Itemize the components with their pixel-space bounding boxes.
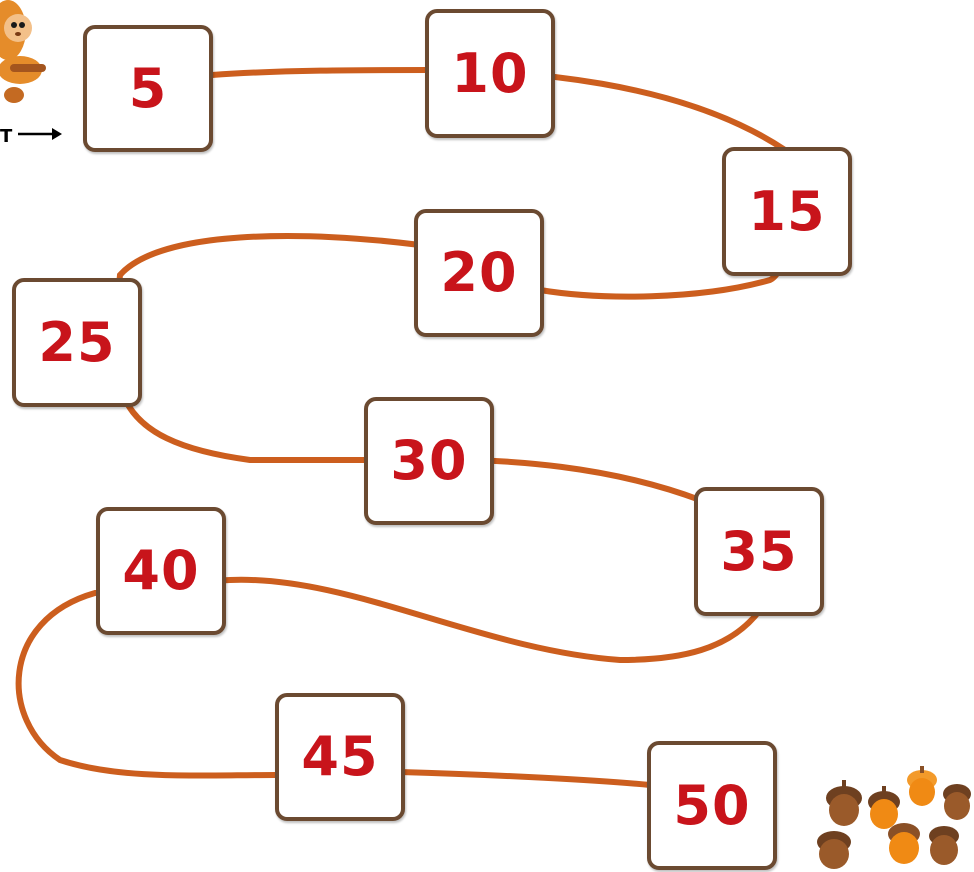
number-tile-20: 20 xyxy=(414,209,544,337)
tile-number: 25 xyxy=(38,310,116,374)
acorns-icon xyxy=(817,766,971,869)
number-tile-35: 35 xyxy=(694,487,824,616)
number-tile-25: 25 xyxy=(12,278,142,407)
tile-number: 5 xyxy=(128,56,168,120)
start-label: T xyxy=(0,126,13,147)
number-tile-45: 45 xyxy=(275,693,405,821)
squirrel-icon xyxy=(0,0,46,103)
number-tile-30: 30 xyxy=(364,397,494,525)
number-tile-40: 40 xyxy=(96,507,226,635)
tile-number: 35 xyxy=(720,519,798,583)
number-tile-50: 50 xyxy=(647,741,777,870)
start-arrow-icon xyxy=(18,128,62,140)
tile-number: 50 xyxy=(673,773,751,837)
number-tile-15: 15 xyxy=(722,147,852,276)
tile-number: 10 xyxy=(451,41,529,105)
tile-number: 20 xyxy=(440,241,518,304)
tile-number: 40 xyxy=(122,539,200,602)
tile-number: 45 xyxy=(301,725,379,788)
tile-number: 30 xyxy=(390,429,468,492)
number-tile-10: 10 xyxy=(425,9,555,138)
tile-number: 15 xyxy=(748,179,826,243)
number-tile-5: 5 xyxy=(83,25,213,152)
